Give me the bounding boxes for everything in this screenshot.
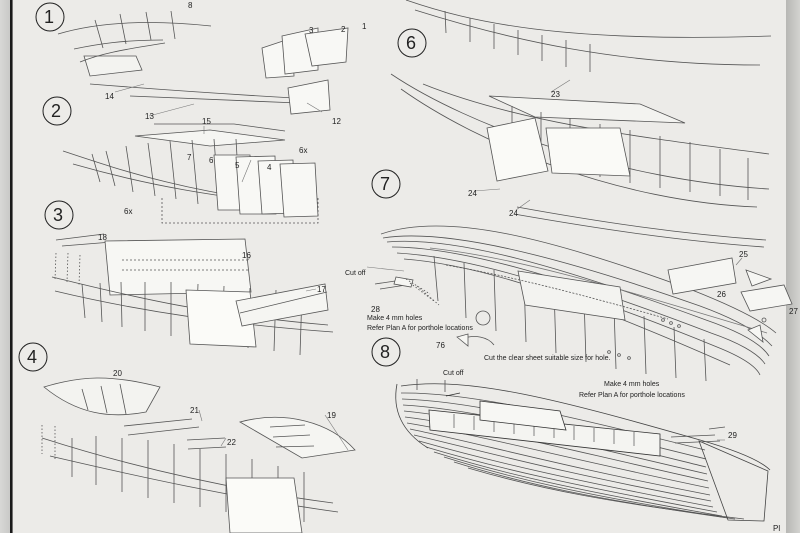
cut-off-note-2: Cut off: [443, 370, 464, 377]
step-2-circle: [42, 96, 72, 126]
step-5-and-6-drawing: [390, 0, 772, 248]
part-label-14: 14: [105, 92, 114, 101]
step-1-drawing: [57, 10, 349, 115]
part-label-27: 27: [789, 307, 798, 316]
make-holes-note-2: Make 4 mm holes: [604, 381, 660, 388]
step-labels: 1 2 3 4 6 7 8: [27, 7, 416, 367]
part-label-6x-2: 6x: [124, 207, 132, 216]
part-label-6x-1: 6x: [299, 146, 307, 155]
part-number-labels: 1 2 3 9 8 14 13 15 12 7 6 5 4 6x 6x 18 1…: [98, 0, 798, 447]
part-label-4: 4: [267, 163, 272, 172]
part-label-9: 9: [153, 0, 158, 2]
part-label-21: 21: [190, 406, 199, 415]
part-label-18: 18: [98, 233, 107, 242]
part-label-8: 8: [188, 1, 193, 10]
step-6-circle: [397, 28, 427, 58]
step-3-label: 3: [53, 205, 63, 225]
step-8-circle: [371, 337, 401, 367]
step-number-circles: [18, 2, 427, 372]
step-6-label: 6: [406, 33, 416, 53]
part-label-2: 2: [341, 25, 346, 34]
step-4-drawing: [41, 377, 356, 533]
part-label-3: 3: [309, 26, 314, 35]
step-8-label: 8: [380, 342, 390, 362]
step-7-label: 7: [380, 174, 390, 194]
part-label-12: 12: [332, 117, 341, 126]
step-3-drawing: [51, 233, 334, 356]
part-label-7: 7: [187, 153, 192, 162]
sheet-left-edge: [0, 0, 18, 533]
part-label-24-top: 24: [468, 189, 477, 198]
sheet-right-edge: [786, 0, 800, 533]
part-label-13: 13: [145, 112, 154, 121]
part-label-6: 6: [209, 156, 214, 165]
step-4-circle: [18, 342, 48, 372]
part-label-29: 29: [728, 431, 737, 440]
step-2-label: 2: [51, 101, 61, 121]
part-label-20: 20: [113, 369, 122, 378]
clear-sheet-note: Cut the clear sheet suitable size for ho…: [484, 355, 611, 362]
part-label-16: 16: [242, 251, 251, 260]
page-corner-label: Pl: [773, 524, 780, 533]
step-2-drawing: [62, 123, 319, 224]
step-1-label: 1: [44, 7, 54, 27]
part-label-24-bottom: 24: [509, 209, 518, 218]
make-holes-note-1: Make 4 mm holes: [367, 315, 423, 322]
refer-plan-note-1: Refer Plan A for porthole locations: [367, 325, 473, 332]
part-label-5: 5: [235, 161, 240, 170]
part-label-28: 28: [371, 305, 380, 314]
part-label-25: 25: [739, 250, 748, 259]
assembly-notes: Cut off Make 4 mm holes Refer Plan A for…: [345, 270, 780, 533]
part-label-1: 1: [362, 22, 367, 31]
part-label-15: 15: [202, 117, 211, 126]
part-label-76: 76: [436, 341, 445, 350]
part-label-22: 22: [227, 438, 236, 447]
cut-off-note-1: Cut off: [345, 270, 366, 277]
part-label-23: 23: [551, 90, 560, 99]
step-4-label: 4: [27, 347, 37, 367]
step-7-circle: [371, 169, 401, 199]
step-1-circle: [35, 2, 65, 32]
part-label-17: 17: [317, 285, 326, 294]
refer-plan-note-2: Refer Plan A for porthole locations: [579, 392, 685, 399]
part-label-26: 26: [717, 290, 726, 299]
step-3-circle: [44, 200, 74, 230]
step-8-drawing: [395, 379, 771, 522]
part-label-19: 19: [327, 411, 336, 420]
step-7-drawing: [374, 225, 793, 382]
part-callouts: [114, 79, 743, 451]
